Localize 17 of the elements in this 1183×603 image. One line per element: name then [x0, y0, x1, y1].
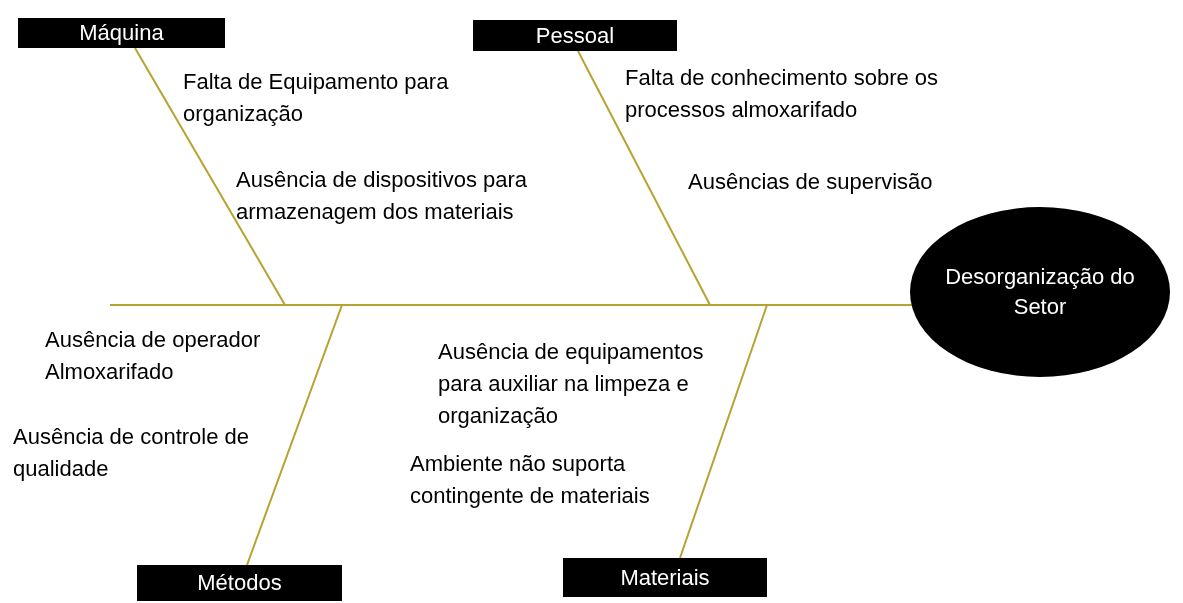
category-box	[137, 565, 342, 601]
category-box	[473, 20, 677, 51]
category-box	[563, 558, 767, 597]
category-label: Máquina	[79, 20, 164, 46]
cause-label: Ausência de equipamentos para auxiliar na limpeza e organização	[438, 338, 705, 430]
cause-label: Ausências de supervisão	[688, 168, 934, 196]
category-label: Materiais	[620, 564, 710, 591]
cause-label: Ambiente não suporta contingente de materiais	[410, 450, 651, 510]
category-label: Métodos	[197, 570, 282, 596]
cause-label: Ausência de controle de qualidade	[13, 423, 251, 483]
cause-label: Falta de conhecimento sobre os processos almoxarifado	[625, 64, 940, 124]
cause-label: Ausência de dispositivos para armazenagem dos materiais	[236, 166, 529, 226]
effect-label: Desorganização do Setor	[945, 263, 1135, 321]
cause-label: Falta de Equipamento para organização	[183, 68, 450, 128]
cause-label: Ausência de operador Almoxarifado	[45, 326, 262, 386]
category-box	[18, 18, 225, 48]
category-label: Pessoal	[535, 22, 615, 49]
